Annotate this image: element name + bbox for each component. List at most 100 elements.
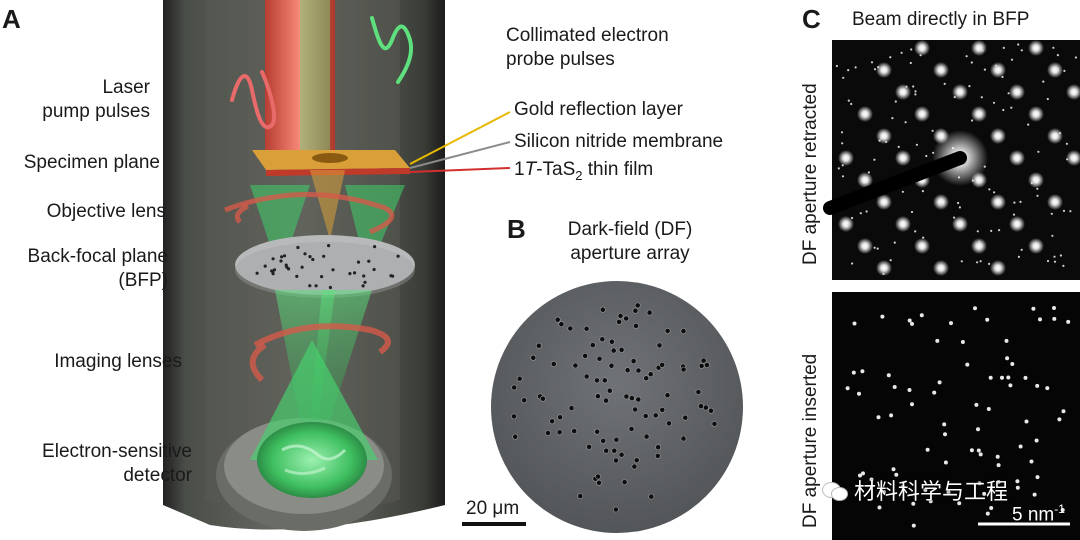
- aperture-hole: [613, 436, 620, 443]
- df-spot: [851, 370, 856, 375]
- aperture-hole: [603, 397, 609, 404]
- aperture-hole: [700, 357, 707, 364]
- superlattice-spot: [965, 55, 968, 58]
- bragg-spot: [1047, 128, 1063, 144]
- df-spot: [1035, 383, 1040, 388]
- df-spot: [949, 321, 953, 326]
- aperture-hole: [600, 437, 607, 444]
- superlattice-spot: [979, 260, 982, 263]
- df-spot: [1023, 375, 1028, 380]
- df-spot: [907, 318, 912, 323]
- aperture-hole: [617, 312, 624, 319]
- aperture-hole: [695, 389, 702, 395]
- superlattice-spot: [885, 140, 888, 143]
- bfp-hole: [280, 255, 284, 259]
- superlattice-spot: [847, 223, 850, 226]
- superlattice-spot: [1002, 46, 1005, 50]
- bfp-hole: [272, 268, 277, 272]
- panel-c-bottom-side-label: DF aperture inserted: [800, 353, 821, 528]
- superlattice-spot: [910, 210, 914, 214]
- superlattice-spot: [922, 236, 925, 239]
- watermark: 材料科学与工程: [822, 474, 1008, 506]
- superlattice-spot: [847, 99, 850, 102]
- df-spot: [1034, 438, 1039, 443]
- superlattice-spot: [835, 64, 839, 68]
- superlattice-spot: [976, 230, 979, 233]
- df-spot: [1038, 317, 1042, 322]
- bragg-spot: [990, 128, 1006, 144]
- df-spot: [1015, 485, 1020, 490]
- superlattice-spot: [905, 85, 908, 88]
- aperture-hole: [613, 506, 619, 513]
- bfp-hole: [372, 267, 376, 272]
- aperture-hole: [621, 479, 628, 485]
- df-spot: [960, 340, 965, 344]
- electron-pulse-wave: [370, 16, 413, 84]
- aperture-hole: [630, 358, 637, 364]
- aperture-hole: [577, 493, 584, 499]
- aperture-hole: [711, 420, 718, 427]
- df-spot: [985, 317, 990, 322]
- aperture-hole: [601, 377, 608, 384]
- superlattice-spot: [912, 85, 915, 88]
- superlattice-spot: [904, 121, 907, 124]
- bfp-hole: [282, 254, 287, 258]
- superlattice-spot: [878, 139, 881, 142]
- df-spot: [1032, 492, 1037, 497]
- df-spot: [910, 402, 914, 407]
- superlattice-spot: [891, 117, 894, 120]
- bragg-spot: [971, 106, 987, 122]
- superlattice-spot: [958, 206, 962, 209]
- superlattice-spot: [1062, 264, 1065, 267]
- df-spot: [973, 306, 977, 311]
- bfp-hole: [353, 271, 357, 275]
- aperture-hole: [599, 306, 606, 313]
- aperture-hole: [708, 407, 714, 414]
- aperture-hole: [589, 342, 596, 348]
- aperture-hole: [698, 403, 704, 409]
- superlattice-spot: [990, 229, 993, 232]
- df-spot: [910, 321, 914, 326]
- aperture-hole: [556, 429, 563, 436]
- superlattice-spot: [978, 240, 981, 243]
- superlattice-spot: [1036, 187, 1039, 190]
- bfp-hole: [279, 259, 283, 263]
- superlattice-spot: [847, 69, 850, 72]
- superlattice-spot: [983, 68, 987, 71]
- bfp-hole: [322, 254, 326, 258]
- bragg-spot: [895, 84, 911, 100]
- df-spot: [943, 460, 948, 465]
- df-spot: [1018, 444, 1023, 449]
- df-spot: [925, 447, 930, 452]
- aperture-hole: [530, 354, 537, 361]
- superlattice-spot: [1019, 200, 1022, 203]
- panel-c-letter: C: [802, 4, 821, 34]
- bragg-spot: [1066, 84, 1080, 100]
- aperture-hole: [582, 352, 588, 359]
- superlattice-spot: [1037, 150, 1040, 153]
- df-spot: [881, 490, 886, 494]
- bragg-spot: [933, 260, 949, 276]
- superlattice-spot: [940, 203, 943, 206]
- aperture-array-disc: [491, 281, 743, 533]
- superlattice-spot: [915, 143, 919, 146]
- superlattice-spot: [1036, 194, 1039, 197]
- superlattice-spot: [921, 190, 925, 193]
- bfp-hole: [314, 284, 318, 288]
- aperture-hole: [624, 367, 631, 374]
- df-spot: [1000, 375, 1004, 380]
- superlattice-spot: [854, 66, 857, 69]
- superlattice-spot: [953, 96, 956, 99]
- superlattice-spot: [1066, 158, 1069, 161]
- aperture-hole: [606, 387, 613, 394]
- aperture-hole: [549, 418, 555, 425]
- df-spot: [1061, 409, 1066, 414]
- superlattice-spot: [1056, 54, 1059, 57]
- bfp-hole: [295, 274, 299, 278]
- superlattice-spot: [841, 142, 844, 145]
- bragg-spot: [876, 62, 892, 78]
- bragg-spot: [1028, 106, 1044, 122]
- bragg-spot: [952, 216, 968, 232]
- panel-a-letter: A: [2, 4, 21, 34]
- superlattice-spot: [1063, 69, 1066, 72]
